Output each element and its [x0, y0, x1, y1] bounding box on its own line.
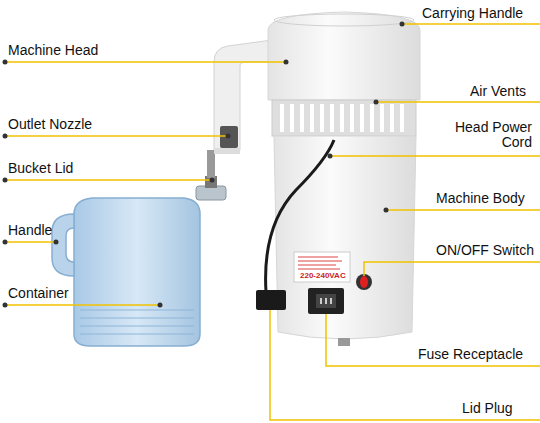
- machine-body: [274, 136, 416, 339]
- fuse-receptacle: [308, 288, 344, 314]
- water-container: [52, 176, 226, 346]
- lid-plug: [256, 290, 286, 310]
- outlet-arm: [207, 40, 272, 178]
- part-label: Machine Body: [436, 191, 525, 206]
- part-label: Head Power Cord: [446, 120, 532, 151]
- rating-sticker: [294, 252, 350, 282]
- leader-lines: [5, 24, 540, 420]
- machine-head: [268, 12, 420, 100]
- part-label: Carrying Handle: [422, 6, 523, 21]
- head-power-cord: [266, 140, 334, 292]
- part-label: Outlet Nozzle: [8, 117, 92, 132]
- part-label: Machine Head: [8, 43, 98, 58]
- bucket-lid: [196, 186, 226, 200]
- switch-rim: [356, 274, 372, 290]
- outlet-nozzle: [220, 126, 238, 148]
- container-handle: [52, 214, 74, 276]
- part-label: ON/OFF Switch: [436, 243, 534, 258]
- air-vents: [272, 100, 416, 136]
- part-label: Air Vents: [470, 84, 526, 99]
- part-label: Lid Plug: [462, 401, 513, 416]
- carrying-handle: [274, 14, 414, 26]
- part-label: Container: [8, 286, 69, 301]
- voltage-rating: 220-240VAC: [299, 272, 347, 281]
- on-off-switch: [360, 276, 368, 288]
- part-label: Handle: [8, 223, 52, 238]
- part-label: Fuse Receptacle: [418, 347, 523, 362]
- part-label: Bucket Lid: [8, 161, 73, 176]
- leader-dots: [3, 22, 405, 308]
